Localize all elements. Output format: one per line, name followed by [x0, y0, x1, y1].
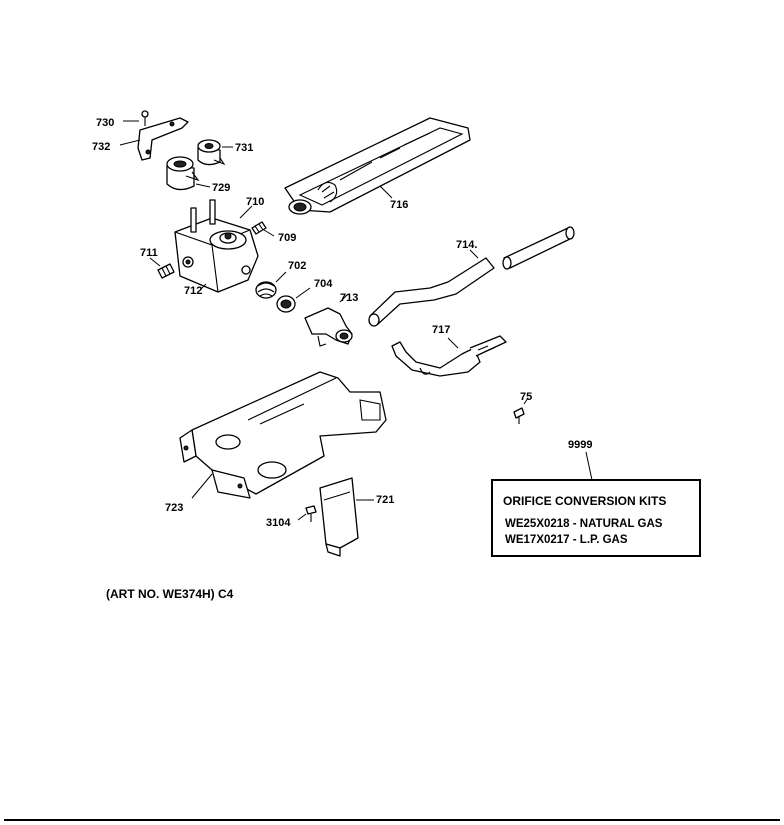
kit-line-lp-gas: WE17X0217 - L.P. GAS [505, 534, 628, 546]
part-3104-screw [305, 505, 317, 522]
kit-title: ORIFICE CONVERSION KITS [503, 494, 666, 508]
part-716-burner [284, 117, 471, 215]
label-711: 711 [140, 247, 158, 259]
label-710: 710 [246, 196, 264, 208]
part-712-valve-body [174, 199, 259, 293]
leader-729 [195, 183, 211, 188]
leader-3104 [297, 513, 307, 521]
label-723: 723 [165, 502, 183, 514]
art-number-note: (ART NO. WE374H) C4 [106, 587, 234, 601]
part-709-orifice [251, 221, 267, 235]
leader-732 [119, 139, 141, 146]
label-9999: 9999 [568, 439, 592, 451]
label-731: 731 [235, 142, 253, 154]
part-730-screw [141, 110, 149, 126]
leader-709 [263, 229, 275, 237]
part-704-collar [276, 295, 296, 313]
leader-712 [199, 283, 207, 291]
part-731-coil [197, 139, 226, 166]
label-3104: 3104 [266, 517, 291, 529]
part-75-screw [513, 407, 525, 424]
label-713: 713 [340, 292, 358, 304]
label-730: 730 [96, 117, 114, 129]
leader-711 [149, 257, 161, 267]
label-75: 75 [520, 391, 532, 403]
part-729-coil [166, 156, 200, 191]
part-713-elbow [304, 307, 353, 347]
part-721-shield [319, 477, 359, 557]
label-717: 717 [432, 324, 450, 336]
part-714-tube [368, 226, 575, 327]
label-721: 721 [376, 494, 394, 506]
label-702: 702 [288, 260, 306, 272]
leader-717 [447, 337, 459, 349]
leader-713 [339, 293, 349, 303]
leader-723 [191, 473, 213, 499]
part-717-igniter [391, 335, 507, 377]
label-716: 716 [390, 199, 408, 211]
orifice-kit-box: ORIFICE CONVERSION KITS WE25X0218 - NATU… [491, 479, 701, 557]
kit-line-natural-gas: WE25X0218 - NATURAL GAS [505, 518, 663, 530]
leader-710 [239, 205, 253, 219]
part-702-spring [255, 281, 277, 299]
label-712: 712 [184, 285, 202, 297]
label-704: 704 [314, 278, 333, 290]
part-732-bracket [137, 117, 189, 161]
leader-702 [275, 271, 287, 283]
leader-9999 [585, 451, 593, 481]
leader-716 [379, 185, 393, 199]
label-709: 709 [278, 232, 296, 244]
label-714: 714. [456, 239, 477, 251]
part-711-fitting [157, 263, 175, 279]
part-723-bracket [179, 371, 387, 499]
leader-75 [523, 397, 529, 405]
leader-704 [295, 287, 311, 299]
leader-714 [469, 249, 479, 259]
label-729: 729 [212, 182, 230, 194]
label-732: 732 [92, 141, 110, 153]
